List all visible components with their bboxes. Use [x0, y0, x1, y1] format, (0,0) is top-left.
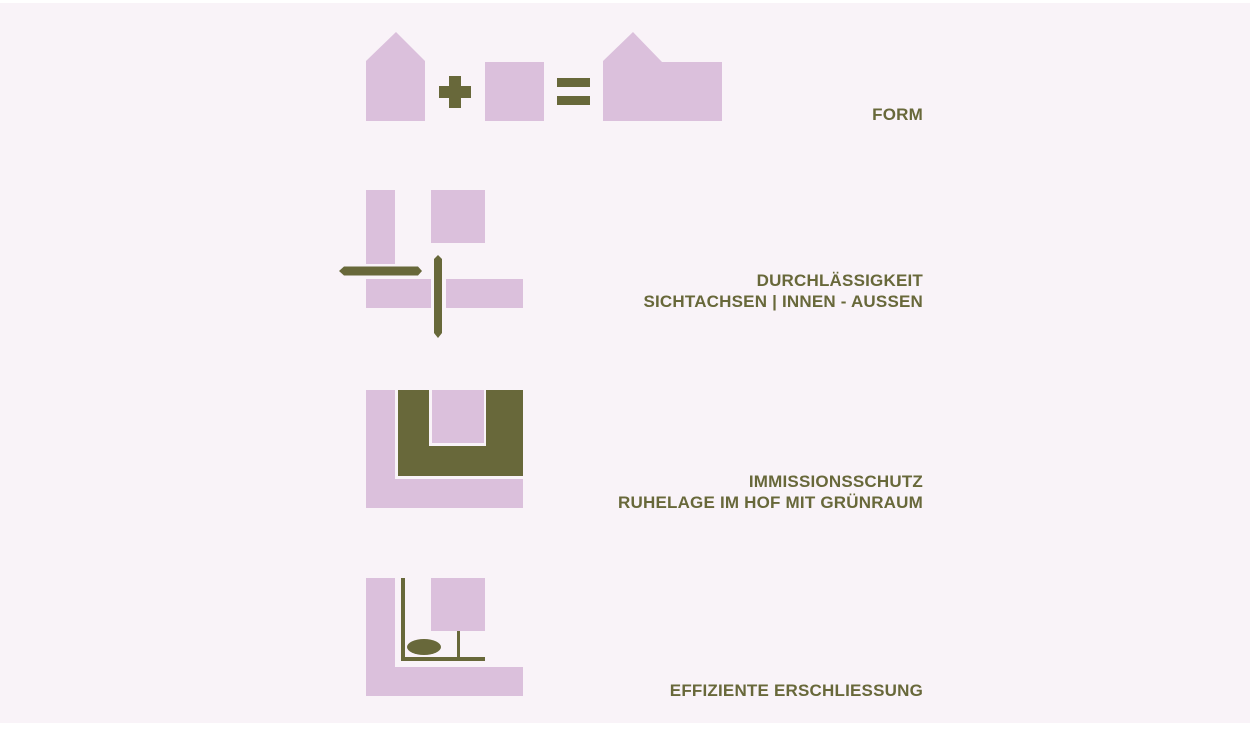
- form-diagram: [366, 32, 722, 121]
- caption-permeability-line-1: DURCHLÄSSIGKEIT: [756, 271, 923, 290]
- upper-block: [431, 578, 485, 631]
- caption-noise-protection: IMMISSIONSSCHUTZ RUHELAGE IM HOF MIT GRÜ…: [618, 471, 923, 513]
- courtyard-block: [432, 390, 484, 443]
- horizontal-sightline-arrow: [339, 266, 422, 276]
- combined-building-shape: [603, 32, 722, 121]
- caption-form-line-1: FORM: [872, 105, 923, 124]
- caption-access: EFFIZIENTE ERSCHLIESSUNG: [670, 680, 923, 701]
- flat-block-shape: [485, 62, 544, 121]
- gabled-house-shape: [366, 32, 425, 121]
- block-bottom-left: [366, 279, 431, 308]
- protective-u-shape: [398, 390, 523, 476]
- l-shaped-building: [366, 578, 523, 696]
- caption-noise-protection-line-2: RUHELAGE IM HOF MIT GRÜNRAUM: [618, 493, 923, 512]
- l-shaped-building: [366, 390, 523, 508]
- block-square-top: [431, 190, 485, 243]
- access-diagram: [366, 578, 523, 696]
- plus-sign: [439, 76, 471, 108]
- caption-access-line-1: EFFIZIENTE ERSCHLIESSUNG: [669, 681, 923, 700]
- vertical-sightline-arrow: [434, 255, 442, 338]
- block-vertical-left: [366, 190, 395, 264]
- permeability-diagram: [339, 190, 523, 338]
- caption-permeability-line-2: SICHTACHSEN | INNEN - AUSSEN: [643, 292, 923, 311]
- noise-protection-diagram: [366, 390, 523, 508]
- caption-noise-protection-line-1: IMMISSIONSSCHUTZ: [748, 472, 923, 491]
- caption-permeability: DURCHLÄSSIGKEIT SICHTACHSEN | INNEN - AU…: [643, 270, 923, 312]
- access-path: [401, 578, 485, 661]
- equals-sign: [557, 78, 590, 105]
- caption-form: FORM: [872, 104, 923, 125]
- block-bottom-right: [446, 279, 523, 308]
- diagram-panel: [0, 3, 1250, 723]
